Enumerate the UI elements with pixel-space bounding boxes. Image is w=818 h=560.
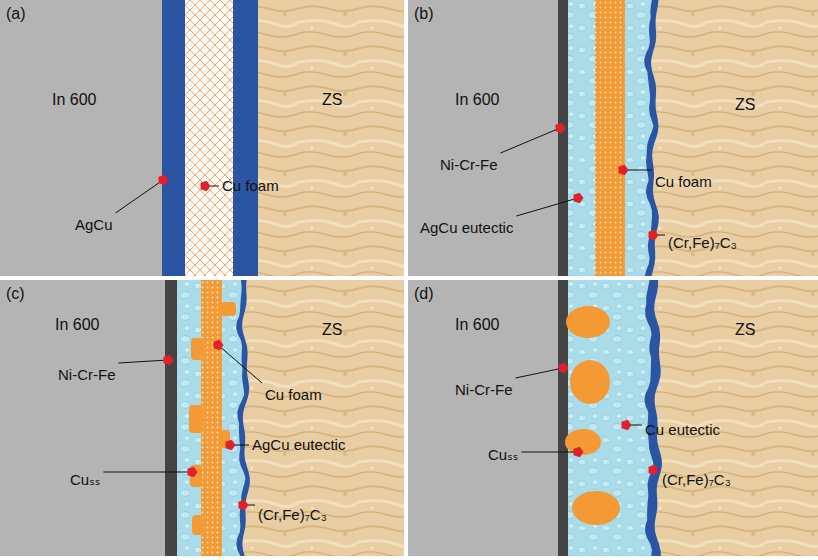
cu-foam [595,0,625,276]
callout-label: (Cr,Fe)₇C₃ [258,506,327,524]
callout-marker [649,465,659,475]
leader-line [230,445,249,446]
cu-solid-solution [189,405,203,433]
leader-line [626,425,642,426]
callout-marker [239,500,249,510]
callout-label: Cu foam [655,173,712,191]
callout-label: Cu eutectic [645,421,720,439]
callout-marker [214,340,224,350]
agcu-foil [233,0,258,276]
region-label: (c) [6,285,25,303]
leader-line [521,452,578,453]
region-label: (a) [6,5,26,23]
callout-label: AgCu eutectic [420,219,513,237]
callout-label: Cuₛₛ [488,446,518,464]
leader-line [516,198,578,216]
callout-label: AgCu eutectic [252,436,345,454]
zs-substrate [258,0,404,276]
cu-solid-solution [570,360,610,404]
cu-solid-solution [192,515,203,535]
panel [408,0,818,276]
in600-base [408,280,558,556]
region-label: ZS [322,91,342,109]
cu-solid-solution [191,338,203,360]
callout-marker [201,181,211,191]
leader-line [623,170,652,171]
carbide-layer [644,0,659,276]
in600-base [0,0,162,276]
zs-substrate [242,280,404,556]
callout-marker [649,230,659,240]
cu-solid-solution [220,302,236,316]
callout-marker [159,175,169,185]
callout-label: AgCu [75,216,113,234]
callout-label: Ni-Cr-Fe [455,381,513,399]
region-label: (b) [414,5,434,23]
panel [408,280,818,556]
callout-label: (Cr,Fe)₇C₃ [662,471,731,489]
ni-cr-fe-layer [165,280,177,556]
in600-base [408,0,558,276]
region-label: ZS [735,96,755,114]
callout-marker [622,420,632,430]
cu-solid-solution [220,430,230,448]
carbide-layer [236,280,250,556]
callout-label: (Cr,Fe)₇C₃ [668,234,737,252]
callout-marker [556,123,566,133]
panel [0,280,404,556]
callout-marker [559,363,569,373]
cu-foam [185,0,233,276]
region-label: In 600 [455,316,499,334]
leader-line [116,180,163,213]
callout-label: Cu foam [222,177,279,195]
cu-solid-solution [572,491,620,525]
in600-base [0,280,165,556]
callout-marker [164,355,174,365]
region-label: (d) [414,285,434,303]
ni-cr-fe-layer [558,0,568,276]
cu-foam [201,280,222,556]
callout-label: Cuₛₛ [70,471,100,489]
leader-line [501,128,561,153]
region-label: ZS [735,321,755,339]
cu-solid-solution [566,306,610,338]
zs-substrate [654,280,818,556]
callout-marker [188,467,198,477]
agcu-eutectic [568,0,668,276]
cu-solid-solution [565,429,601,455]
callout-marker [574,447,584,457]
callout-label: Ni-Cr-Fe [440,156,498,174]
callout-label: Cu foam [265,386,322,404]
callout-marker [226,440,236,450]
agcu-foil [162,0,185,276]
cu-solid-solution [190,465,202,487]
leader-line [653,235,665,236]
leader-line [205,186,219,187]
callout-marker [574,193,584,203]
zs-substrate [651,0,818,276]
callout-label: Ni-Cr-Fe [58,366,116,384]
region-label: ZS [322,321,342,339]
panel [0,0,404,276]
callout-marker [619,165,629,175]
region-label: In 600 [455,91,499,109]
region-label: In 600 [55,316,99,334]
leader-line [218,345,262,383]
carbide-layer [644,280,661,556]
leader-line [243,505,255,506]
leader-line [119,360,169,363]
leader-line [516,368,564,378]
leader-line [653,470,659,471]
region-label: In 600 [52,91,96,109]
leader-line [103,472,192,473]
